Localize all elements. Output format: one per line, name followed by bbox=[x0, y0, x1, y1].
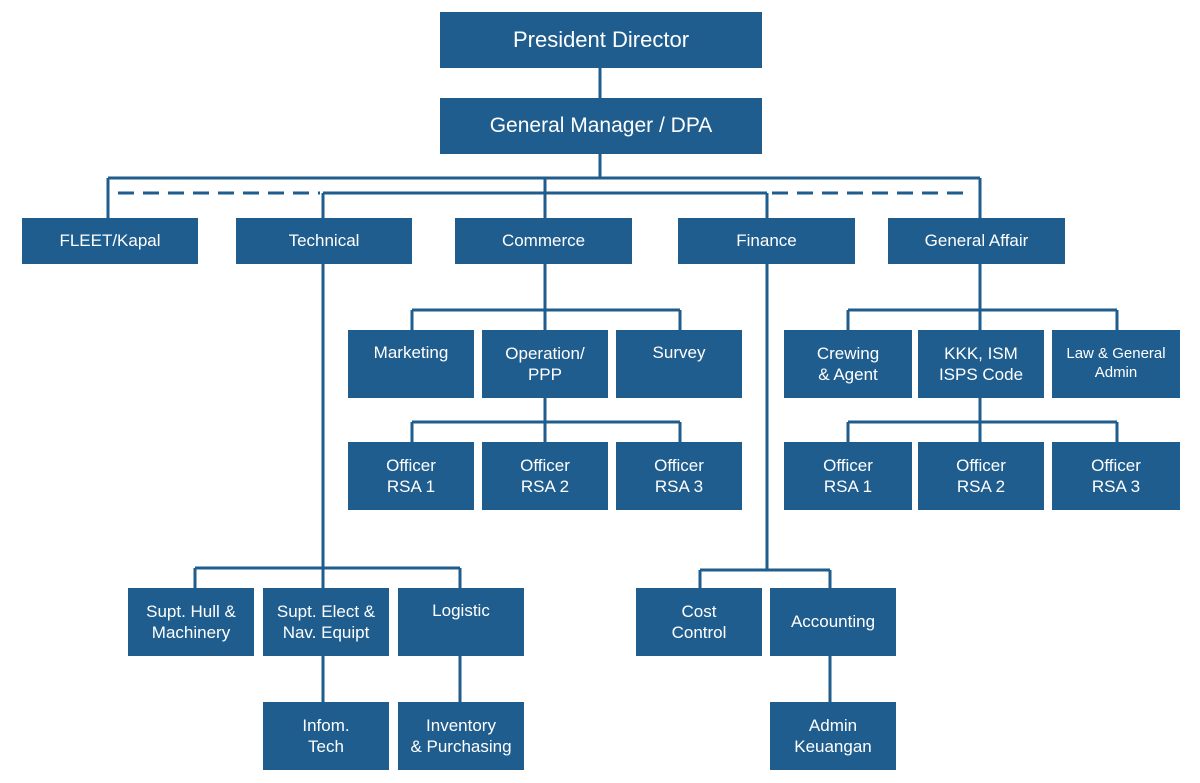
node-accounting: Accounting bbox=[770, 588, 896, 656]
node-officer-rsa-3-commerce: Officer RSA 3 bbox=[616, 442, 742, 510]
node-law-general-admin: Law & General Admin bbox=[1052, 330, 1180, 398]
node-officer-rsa-2-general-affair: Officer RSA 2 bbox=[918, 442, 1044, 510]
node-kkk-ism-isps: KKK, ISM ISPS Code bbox=[918, 330, 1044, 398]
node-supt-hull-machinery: Supt. Hull & Machinery bbox=[128, 588, 254, 656]
node-crewing-agent: Crewing & Agent bbox=[784, 330, 912, 398]
node-operation-ppp: Operation/ PPP bbox=[482, 330, 608, 398]
node-officer-rsa-3-general-affair: Officer RSA 3 bbox=[1052, 442, 1180, 510]
node-officer-rsa-1-commerce: Officer RSA 1 bbox=[348, 442, 474, 510]
node-infom-tech: Infom. Tech bbox=[263, 702, 389, 770]
node-officer-rsa-1-general-affair: Officer RSA 1 bbox=[784, 442, 912, 510]
node-officer-rsa-2-commerce: Officer RSA 2 bbox=[482, 442, 608, 510]
node-supt-elect-nav: Supt. Elect & Nav. Equipt bbox=[263, 588, 389, 656]
node-general-manager: General Manager / DPA bbox=[440, 98, 762, 154]
node-general-affair: General Affair bbox=[888, 218, 1065, 264]
node-marketing: Marketing bbox=[348, 330, 474, 398]
node-president-director: President Director bbox=[440, 12, 762, 68]
node-survey: Survey bbox=[616, 330, 742, 398]
node-fleet: FLEET/Kapal bbox=[22, 218, 198, 264]
node-logistic: Logistic bbox=[398, 588, 524, 656]
node-commerce: Commerce bbox=[455, 218, 632, 264]
node-admin-keuangan: Admin Keuangan bbox=[770, 702, 896, 770]
node-technical: Technical bbox=[236, 218, 412, 264]
node-inventory-purchasing: Inventory & Purchasing bbox=[398, 702, 524, 770]
node-cost-control: Cost Control bbox=[636, 588, 762, 656]
node-finance: Finance bbox=[678, 218, 855, 264]
